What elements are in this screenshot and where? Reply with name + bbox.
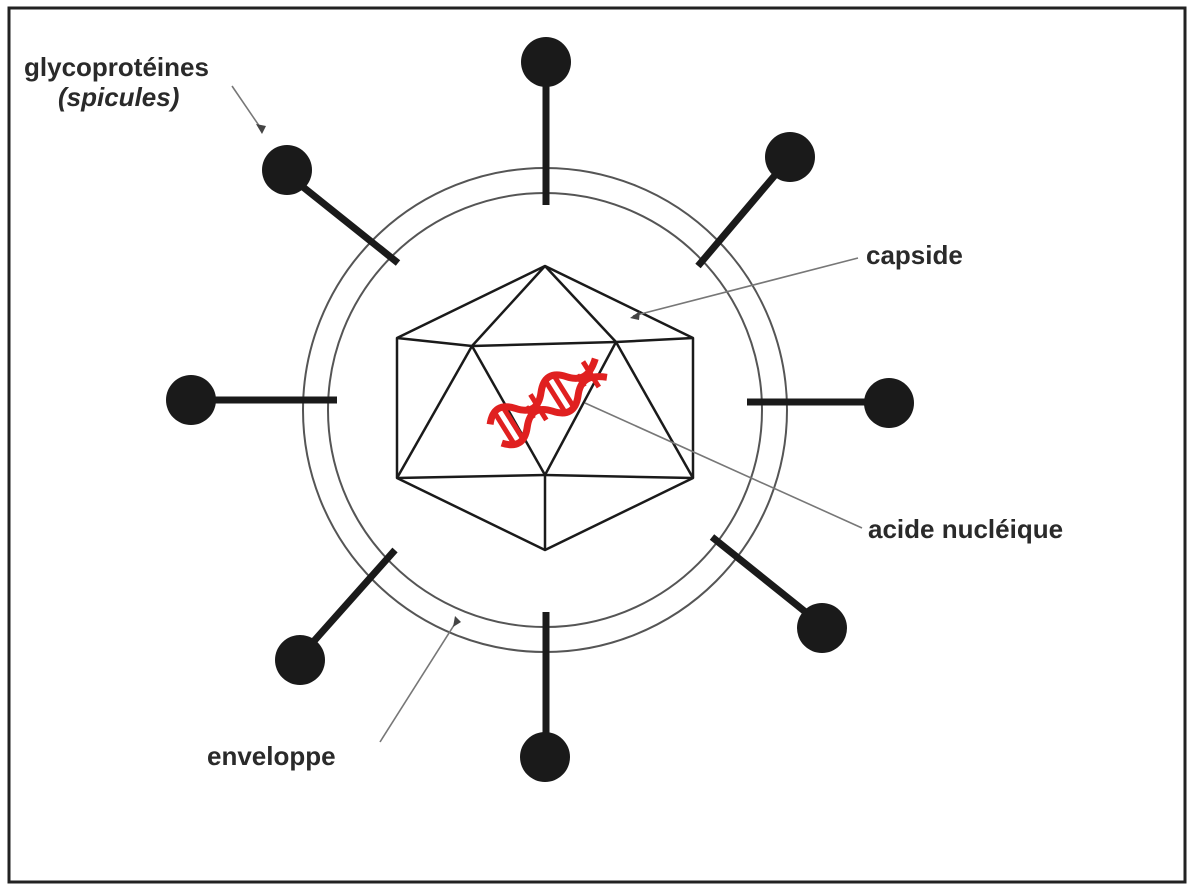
diagram-frame [9,8,1185,882]
label-glycoproteins: glycoprotéines [24,52,209,82]
label-envelope: enveloppe [207,741,336,771]
label-capsid: capside [866,240,963,270]
label-nucleic-acid: acide nucléique [868,514,1063,544]
label-spicules: (spicules) [58,82,179,112]
